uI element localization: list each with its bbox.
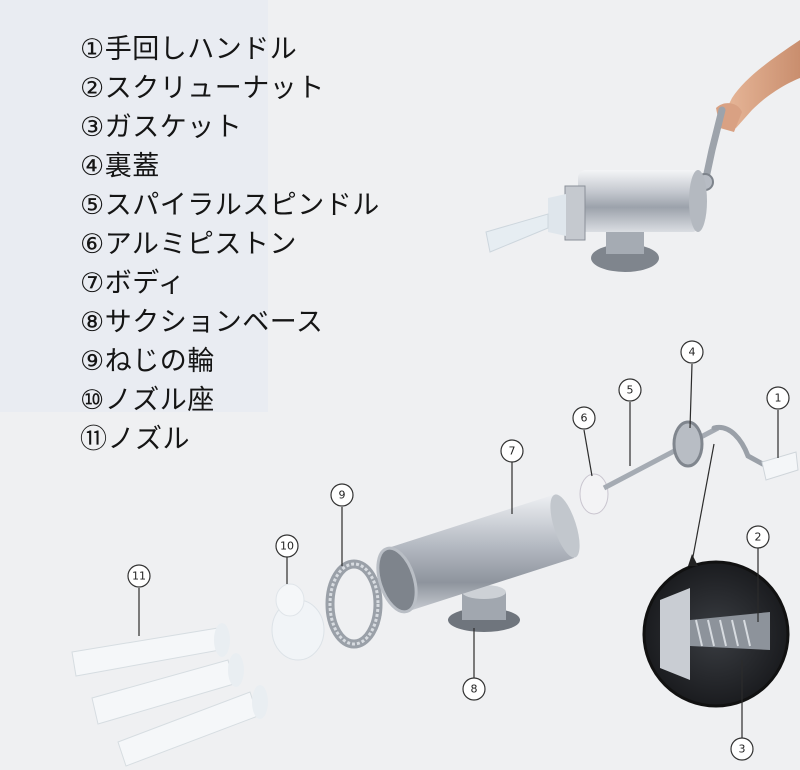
callout-6: 6: [581, 412, 588, 425]
part-item-spiral-spindle: ⑤スパイラルスピンドル: [80, 190, 380, 221]
part-item-nozzle: ⑪ノズル: [80, 424, 190, 455]
callout-3: 3: [739, 743, 746, 756]
callout-7: 7: [509, 445, 516, 458]
part-item-aluminum-piston: ⑥アルミピストン: [80, 229, 297, 260]
callout-9: 9: [339, 489, 346, 502]
callout-1: 1: [775, 392, 782, 405]
screw-ring: [325, 559, 383, 649]
body-cylinder: [376, 494, 580, 632]
callout-2: 2: [755, 531, 762, 544]
zoom-detail: [642, 560, 790, 708]
nozzle-seat: [271, 583, 325, 661]
part-item-body: ⑦ボディ: [80, 268, 186, 299]
nozzles: [71, 623, 268, 767]
assembled-stuffer: [485, 40, 800, 272]
part-item-gasket: ③ガスケット: [80, 112, 243, 143]
leader-lines: [138, 363, 779, 738]
parts-list-panel: [0, 0, 268, 412]
callout-8: 8: [471, 683, 478, 696]
callout-circles: [127, 340, 790, 761]
callout-11: 11: [132, 570, 146, 583]
callout-10: 10: [280, 540, 294, 553]
part-item-screw-nut: ②スクリューナット: [80, 73, 325, 104]
part-item-handle: ①手回しハンドル: [80, 34, 298, 65]
callout-5: 5: [627, 384, 634, 397]
part-item-nozzle-seat: ⑩ノズル座: [80, 385, 215, 416]
aluminum-piston: [579, 473, 609, 515]
part-item-suction-base: ⑧サクションベース: [80, 307, 324, 338]
callout-4: 4: [689, 346, 696, 359]
crank-handle: [711, 424, 799, 481]
back-lid: [672, 420, 704, 468]
part-item-back-lid: ④裏蓋: [80, 151, 160, 182]
part-item-screw-ring: ⑨ねじの輪: [80, 346, 215, 377]
parts-list: ①手回しハンドル ②スクリューナット ③ガスケット ④裏蓋 ⑤スパイラルスピンド…: [80, 30, 380, 459]
